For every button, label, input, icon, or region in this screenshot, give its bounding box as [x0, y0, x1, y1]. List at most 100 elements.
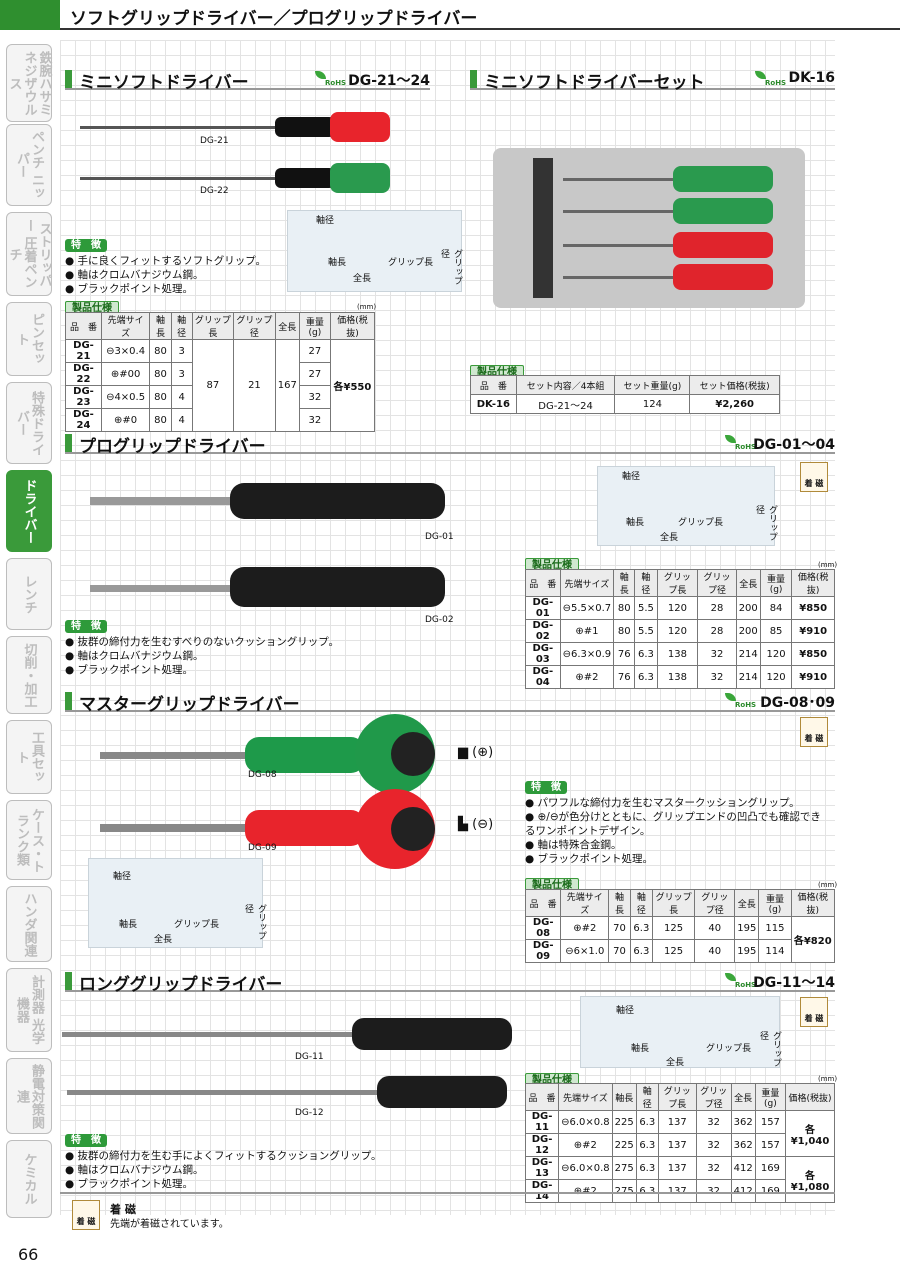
features-block-s5: 特 徴抜群の締付力を生む手によくフィットするクッショングリップ。軸はクロムバナジ… [65, 1128, 381, 1191]
sidebar-item[interactable]: ピンセット [6, 302, 52, 376]
column-header: 品 番 [524, 889, 562, 917]
unit-label: (mm) [818, 561, 838, 569]
column-header: グリップ径 [697, 569, 737, 597]
header-accent [0, 0, 60, 30]
dimension-diagram: 軸径 軸長 グリップ長 全長 グリップ径 [88, 858, 266, 948]
column-header: 全長 [274, 312, 300, 340]
column-header: 品 番 [65, 312, 102, 340]
page-header [0, 0, 900, 30]
rohs-leaf-icon [755, 71, 766, 79]
features-block-s4: 特 徴パワフルな締付力を生むマスタークッショングリップ。⊕/⊖が色分けとともに、… [525, 775, 825, 866]
master-grip-screwdrivers-image [100, 714, 435, 869]
unit-label: (mm) [818, 1075, 838, 1083]
sidebar-item[interactable]: ペンチ ニッパー [6, 124, 52, 206]
set-pouch-image [493, 148, 805, 308]
column-header: 先端サイズ [558, 1083, 613, 1111]
column-header: 重量(g) [759, 569, 793, 597]
caption-dg22: DG-22 [200, 186, 229, 196]
rohs-label: RoHS [325, 79, 347, 87]
caption-dg21: DG-21 [200, 136, 229, 146]
section-header-long-grip: ロンググリップドライバー RoHS DG-11～14 [65, 970, 835, 995]
feature-item: 軸は特殊合金鋼。 [525, 838, 825, 852]
column-header: 重量(g) [758, 889, 792, 917]
features-tag: 特 徴 [65, 239, 107, 252]
feature-item: ブラックポイント処理。 [65, 282, 266, 296]
caption-dg08: DG-08 [248, 770, 277, 780]
section-code: DG-21～24 [348, 73, 430, 89]
feature-item: ブラックポイント処理。 [65, 1177, 381, 1191]
spec-table-s5: 品 番先端サイズ軸長軸径グリップ長グリップ径全長重量(g)価格(税抜) DG-1… [524, 1083, 835, 1203]
section-title: ミニソフトドライバー [79, 73, 249, 93]
feature-item: パワフルな締付力を生むマスタークッショングリップ。 [525, 796, 825, 810]
long-grip-screwdrivers-image [62, 1018, 512, 1108]
column-header: 品 番 [525, 569, 561, 597]
sidebar-item[interactable]: ケミカル [6, 1140, 52, 1218]
section-header-mini-soft: ミニソフトドライバー RoHS DG-21～24 [65, 68, 430, 93]
unit-label: (mm) [818, 881, 838, 889]
column-header: 品 番 [524, 1083, 560, 1111]
footer-label: 着 磁 [110, 1203, 136, 1216]
feature-item: 手に良くフィットするソフトグリップ。 [65, 254, 266, 268]
feature-item: 軸はクロムバナジウム鋼。 [65, 1163, 381, 1177]
column-header: 軸径 [170, 312, 193, 340]
column-header: 軸径 [634, 569, 658, 597]
column-header: 軸長 [611, 1083, 637, 1111]
column-header: セット重量(g) [614, 375, 691, 395]
sidebar-item[interactable]: 特殊ドライバー [6, 382, 52, 464]
spec-table-s3: 品 番先端サイズ軸長軸径グリップ長グリップ径全長重量(g)価格(税抜)DG-01… [525, 569, 835, 689]
column-header: グリップ長 [657, 1083, 697, 1111]
magnetized-icon: 着 磁 [800, 717, 828, 747]
caption-dg02: DG-02 [425, 615, 454, 625]
dimension-diagram: 軸径 軸長 グリップ長 全長 グリップ径 [287, 210, 462, 292]
column-header: 重量(g) [754, 1083, 787, 1111]
sidebar-item[interactable]: ケース・トランク類 [6, 800, 52, 880]
sidebar-item[interactable]: 鉄腕ハサミ ネジザウルス [6, 44, 52, 122]
column-header: 軸長 [613, 569, 636, 597]
magnetized-icon: 着 磁 [800, 462, 828, 492]
feature-item: 軸はクロムバナジウム鋼。 [65, 649, 339, 663]
sidebar-item[interactable]: 計測器 光学機器 [6, 968, 52, 1052]
feature-item: ブラックポイント処理。 [65, 663, 339, 677]
column-header: 重量(g) [298, 312, 331, 340]
dimension-diagram: 軸径 軸長 グリップ長 全長 グリップ径 [580, 996, 781, 1068]
caption-dg01: DG-01 [425, 532, 454, 542]
column-header: グリップ径 [695, 1083, 732, 1111]
column-header: 価格(税抜) [785, 1083, 835, 1111]
feature-item: ⊕/⊖が色分けとともに、グリップエンドの凹凸でも確認できるワンポイントデザイン。 [525, 810, 825, 838]
header-rule [60, 28, 900, 30]
column-header: 軸長 [608, 889, 631, 917]
column-header: 軸径 [635, 1083, 659, 1111]
phillips-symbol: ▆ (⊕) [458, 745, 494, 760]
section-header-pro-grip: プログリップドライバー RoHS DG-01～04 [65, 432, 835, 457]
mini-soft-screwdrivers-image [80, 112, 390, 193]
sidebar-item[interactable]: ドライバー [6, 470, 52, 552]
dimension-diagram: 軸径 軸長 グリップ長 全長 グリップ径 [597, 466, 777, 546]
sidebar-item[interactable]: 静電対策関連 [6, 1058, 52, 1134]
column-header: 先端サイズ [560, 889, 610, 917]
caption-dg11: DG-11 [295, 1052, 324, 1062]
column-header: グリップ長 [191, 312, 235, 340]
caption-dg12: DG-12 [295, 1108, 324, 1118]
section-header-set: ミニソフトドライバーセット RoHS DK-16 [470, 68, 835, 93]
caption-dg09: DG-09 [248, 843, 277, 853]
sidebar-item[interactable]: ハンダ関連 [6, 886, 52, 962]
feature-item: 軸はクロムバナジウム鋼。 [65, 268, 266, 282]
sidebar-item[interactable]: 工具セット [6, 720, 52, 794]
column-header: 価格(税抜) [790, 889, 836, 917]
sidebar-item[interactable]: レンチ [6, 558, 52, 630]
sidebar-item[interactable]: 切削・加工 [6, 636, 52, 714]
column-header: グリップ長 [652, 889, 696, 917]
features-block-s1: 特 徴 手に良くフィットするソフトグリップ。軸はクロムバナジウム鋼。ブラックポイ… [65, 233, 266, 296]
sidebar-item[interactable]: ストリッパー 圧着ペンチ [6, 212, 52, 296]
feature-item: 抜群の締付力を生む手によくフィットするクッショングリップ。 [65, 1149, 382, 1163]
unit-label: (mm) [357, 303, 377, 311]
column-header: 軸径 [629, 889, 654, 917]
pro-grip-screwdrivers-image [90, 483, 445, 607]
column-header: 価格(税抜) [329, 312, 376, 340]
magnetized-icon: 着 磁 [800, 997, 828, 1027]
column-header: 品 番 [470, 375, 517, 395]
